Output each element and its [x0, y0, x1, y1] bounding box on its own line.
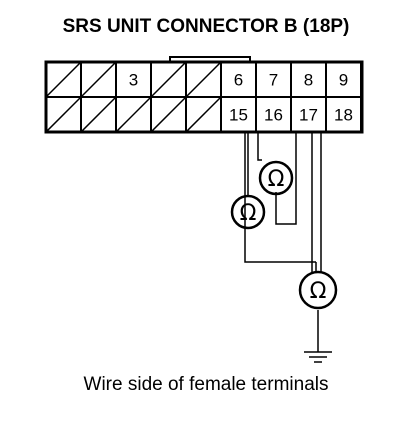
ohm-symbol: Ω: [310, 279, 327, 304]
unused-terminal-hatch: [115, 96, 152, 133]
terminal-label: 3: [129, 71, 138, 90]
terminal-label: 7: [269, 71, 278, 90]
ohm-symbol: Ω: [268, 167, 285, 192]
terminal-label: 9: [339, 71, 348, 90]
diagram-title: SRS UNIT CONNECTOR B (18P): [63, 16, 350, 37]
diagram-caption: Wire side of female terminals: [84, 374, 329, 395]
unused-terminal-hatch: [150, 96, 187, 133]
ohmmeter-c: Ω: [298, 270, 338, 310]
unused-terminal-hatch: [45, 96, 82, 133]
terminal-label: 6: [234, 71, 243, 90]
terminal-label: 15: [229, 106, 248, 125]
terminal-cell: [325, 96, 362, 133]
ohmmeter-b: Ω: [230, 194, 266, 230]
test-wiring: [244, 132, 322, 352]
connector-lock-tab: [169, 56, 251, 62]
unused-terminal-hatch: [80, 96, 117, 133]
terminal-label: 18: [334, 106, 353, 125]
unused-terminal-hatch: [150, 61, 187, 98]
unused-terminal-hatch: [185, 96, 222, 133]
ohmmeter-a: Ω: [258, 160, 294, 196]
ohm-symbol: Ω: [240, 201, 257, 226]
terminal-label: 17: [299, 106, 318, 125]
terminal-grid: 3 6 7 8 9 15 16 17 18: [45, 61, 362, 133]
unused-terminal-hatch: [80, 61, 117, 98]
ground-icon: [304, 351, 332, 363]
unused-terminal-hatch: [185, 61, 222, 98]
unused-terminal-hatch: [45, 61, 82, 98]
terminal-label: 8: [304, 71, 313, 90]
terminal-label: 16: [264, 106, 283, 125]
